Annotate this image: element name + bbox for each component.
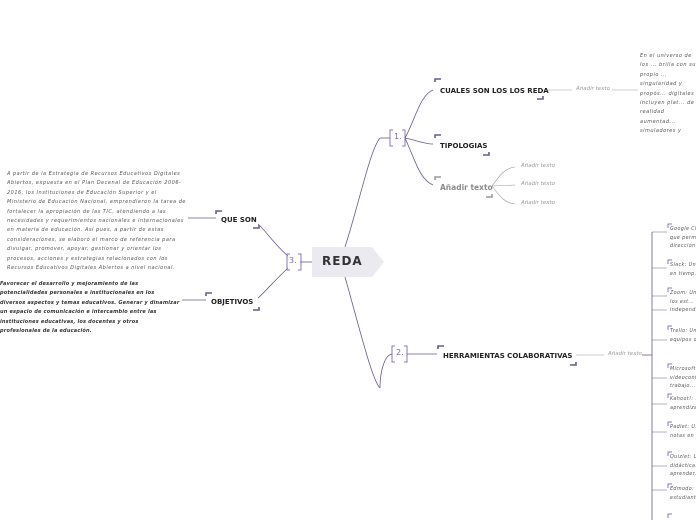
edge-que-son — [257, 223, 289, 257]
topic-cuales-son[interactable]: CUALES SON LOS LOS REDA — [440, 87, 549, 95]
topic-que-son[interactable]: QUE SON — [221, 216, 257, 224]
branch1-number: 1. — [394, 132, 402, 141]
edge-objetivos — [257, 267, 289, 299]
root-shape — [312, 247, 384, 277]
objetivos-description: Favorecer el desarrollo y mejoramiento d… — [0, 281, 180, 335]
topic-anadir-texto[interactable]: Añadir texto — [440, 183, 493, 192]
que-son-description: A partir de la Estrategia de Recursos Ed… — [7, 171, 186, 272]
topic-objetivos[interactable]: OBJETIVOS — [211, 298, 254, 306]
anadir-hint-3[interactable]: Añadir texto — [521, 200, 555, 206]
tool-item: Zoom: Un... a los est... independ... — [670, 291, 696, 314]
herramientas-hint[interactable]: Añadir texto — [608, 351, 642, 357]
anadir-hint-2[interactable]: Añadir texto — [521, 181, 555, 187]
tool-item: Kahoot!: ... aprendiza... — [670, 397, 696, 411]
cuales-hint[interactable]: Añadir texto — [576, 86, 610, 92]
branch2-number: 2. — [396, 348, 404, 357]
anadir-hint-1[interactable]: Añadir texto — [521, 163, 555, 169]
root-node[interactable]: REDA — [312, 247, 384, 277]
tool-item: Quizlet: U... didáctica... aprender... — [670, 455, 696, 478]
cuales-description: En el universo de los ... brilla con su … — [640, 53, 696, 134]
tool-item: Trello: Un... equipos o... — [670, 329, 696, 343]
tool-item: Edmodo: ... estudiant... — [670, 487, 696, 501]
tool-item: Google Cl... que perm... dirección ... — [670, 227, 696, 250]
tool-item: Padlet: U... notas en ... — [670, 425, 696, 439]
edge-root-branch1 — [344, 137, 381, 248]
tool-item: Slack: Un... en tiemp... — [670, 263, 696, 277]
topic-tipologias[interactable]: TIPOLOGIAS — [440, 142, 488, 150]
topic-herramientas[interactable]: HERRAMIENTAS COLABORATIVAS — [443, 352, 573, 360]
edge-root-branch2 — [344, 276, 381, 389]
root-badge: 3. — [289, 256, 297, 265]
tool-item: Microsoft... videoconf... trabajo... — [670, 367, 696, 390]
root-label: REDA — [322, 254, 363, 268]
